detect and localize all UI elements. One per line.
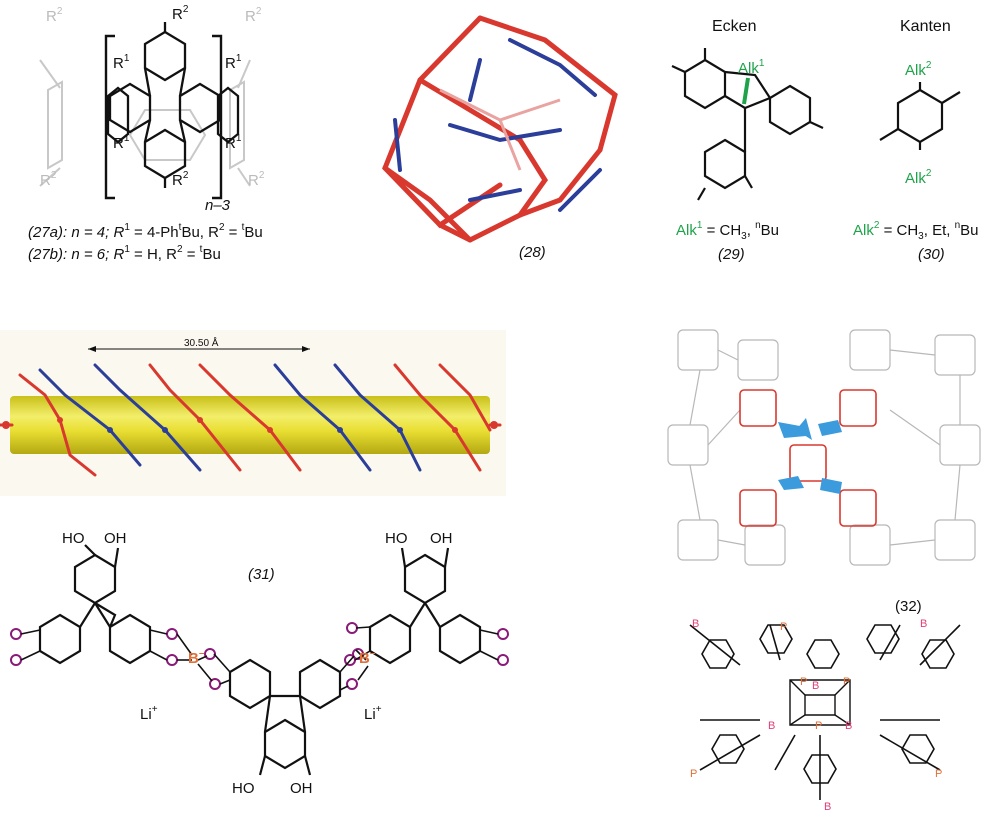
structure-31-li-right: Li+	[364, 704, 382, 724]
structure-27-r2-top: R2	[172, 4, 189, 24]
structure-31-oh-bottom-2: OH	[290, 780, 313, 797]
structure-31-b-o-bonds	[20, 626, 499, 691]
structure-27-faded-rings	[39, 59, 251, 187]
structure-27-r1-lower-left: R1	[113, 133, 130, 153]
structure-30-formula: Alk2 = CH3, Et, nBu	[853, 220, 979, 243]
structure-32-aryl-arms	[689, 624, 961, 800]
structure-27a-caption: (27a): n = 4; R1 = 4-PhtBu, R2 = tBu	[28, 222, 263, 242]
framework-blue-linkers	[778, 418, 842, 494]
structure-27-r2-bottom: R2	[172, 170, 189, 190]
distance-label: 30.50 Å	[184, 338, 219, 349]
structure-31-li-left: Li+	[140, 704, 158, 724]
structure-32-p-bottom-left: P	[690, 768, 698, 780]
structure-27b-caption: (27b): n = 6; R1 = H, R2 = tBu	[28, 244, 221, 264]
strand-tube	[10, 396, 490, 454]
structure-27-repeat-index: n–3	[205, 197, 231, 214]
structure-27-r2-faded-bl: R2	[40, 170, 57, 190]
structure-27-r1-upper-left: R1	[113, 53, 130, 73]
structure-30-title: Kanten	[900, 18, 951, 35]
structure-30-alk-top: Alk2	[905, 60, 932, 80]
structure-31-boron-left: B–	[188, 648, 205, 668]
structure-30-ring	[879, 82, 961, 150]
structure-27-r1-lower-right: R1	[225, 133, 242, 153]
structure-29-formula: Alk1 = CH3, nBu	[676, 220, 779, 243]
structure-31-oh-left-1: HO	[62, 530, 85, 547]
structure-32-b-3: B	[845, 720, 853, 732]
strand-atom-dots-red	[2, 417, 498, 433]
structure-32-core	[789, 679, 851, 726]
structure-29-label: (29)	[718, 246, 745, 263]
structure-31-oh-bottom-1: HO	[232, 780, 255, 797]
structure-31-oh-right-2: OH	[430, 530, 453, 547]
structure-30-label: (30)	[918, 246, 945, 263]
structure-31-left-unit	[38, 544, 152, 665]
framework-grey-cages	[667, 329, 981, 566]
framework-red-cages	[739, 389, 877, 527]
structure-29-alkyl-bond	[742, 77, 750, 105]
structure-29-alk-label: Alk1	[738, 58, 765, 78]
structure-27-r2-faded-tr: R2	[245, 6, 262, 26]
cage-28-faded-edges	[439, 88, 561, 171]
structure-27-rings	[106, 22, 240, 188]
structure-32-p-2: P	[843, 676, 851, 688]
structure-32-p-1: P	[800, 676, 808, 688]
structure-32-b-2: B	[768, 720, 776, 732]
cage-28-blue-edges	[393, 38, 602, 212]
structure-32-p-top: P	[780, 621, 788, 633]
structure-32-b-top-left: B	[692, 618, 700, 630]
structure-32-b-bottom: B	[824, 801, 832, 813]
structure-31-oh-right-1: HO	[385, 530, 408, 547]
structure-32-b-top-right: B	[920, 618, 928, 630]
structure-30-alk-bottom: Alk2	[905, 168, 932, 188]
structure-31-oh-left-2: OH	[104, 530, 127, 547]
structure-31-label: (31)	[248, 566, 275, 583]
structure-32-p-3: P	[815, 720, 823, 732]
structure-31-right-unit	[368, 547, 482, 665]
strand-atom-dots-blue	[107, 427, 403, 433]
structure-32-label: (32)	[895, 598, 922, 615]
structure-27-r2-faded-tl: R2	[46, 6, 63, 26]
structure-27-r1-upper-right: R1	[225, 53, 242, 73]
structure-27-r2-faded-br: R2	[248, 170, 265, 190]
structure-31-boron-right: B–	[359, 648, 376, 668]
structure-32-p-bottom-right: P	[935, 768, 943, 780]
structure-29-title: Ecken	[712, 18, 757, 35]
structure-32-b-1: B	[812, 680, 820, 692]
structure-29-rings	[671, 48, 824, 201]
structure-28-label: (28)	[519, 244, 546, 261]
